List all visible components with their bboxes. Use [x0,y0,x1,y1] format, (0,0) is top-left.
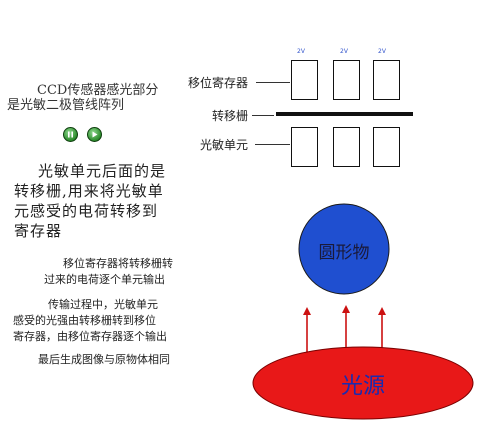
paragraph-2-line-1: 移位寄存器将转移栅转 [63,257,173,270]
shift-register-cell-3 [373,60,400,100]
intro-title-line2: 是光敏二极管线阵列 [7,98,125,113]
paragraph-4: 最后生成图像与原物体相同 [38,353,170,366]
photo-unit-leader-line [255,144,290,145]
circular-object [298,203,390,295]
pause-button[interactable] [63,127,78,142]
paragraph-3-line-3: 寄存器，由移位寄存器逐个输出 [13,330,167,343]
paragraph-1-line-2: 转移栅,用来将光敏单 [14,182,164,200]
photo-unit-cell-3 [373,127,400,167]
voltage-label-3: 2V [378,48,386,55]
shift-register-cell-1 [291,60,318,100]
pause-icon [68,131,73,138]
paragraph-1-line-4: 寄存器 [14,222,63,240]
play-button[interactable] [87,127,102,142]
paragraph-3-line-2: 感受的光强由转移栅转到移位 [13,314,156,327]
shift-register-cell-2 [333,60,360,100]
paragraph-1-line-1: 光敏单元后面的是 [38,162,167,180]
paragraph-2-line-2: 过来的电荷逐个单元输出 [44,273,165,286]
object-label: 圆形物 [318,243,370,263]
intro-title-line1: CCD传感器感光部分 [37,83,159,98]
transfer-gate-bar [276,112,413,116]
photo-unit-cell-2 [333,127,360,167]
paragraph-1-line-3: 元感受的电荷转移到 [14,202,159,220]
play-icon [92,131,98,138]
transfer-gate-leader-line [252,115,274,116]
voltage-label-1: 2V [297,48,305,55]
paragraph-3-line-1: 传输过程中，光敏单元 [48,298,158,311]
photo-unit-label: 光敏单元 [200,138,249,152]
photo-unit-cell-1 [291,127,318,167]
transfer-gate-label: 转移栅 [212,109,249,123]
shift-register-label: 移位寄存器 [188,76,249,90]
light-source-ellipse [252,346,474,420]
light-source-label: 光源 [340,374,385,399]
shift-register-leader-line [256,82,290,83]
voltage-label-2: 2V [340,48,348,55]
